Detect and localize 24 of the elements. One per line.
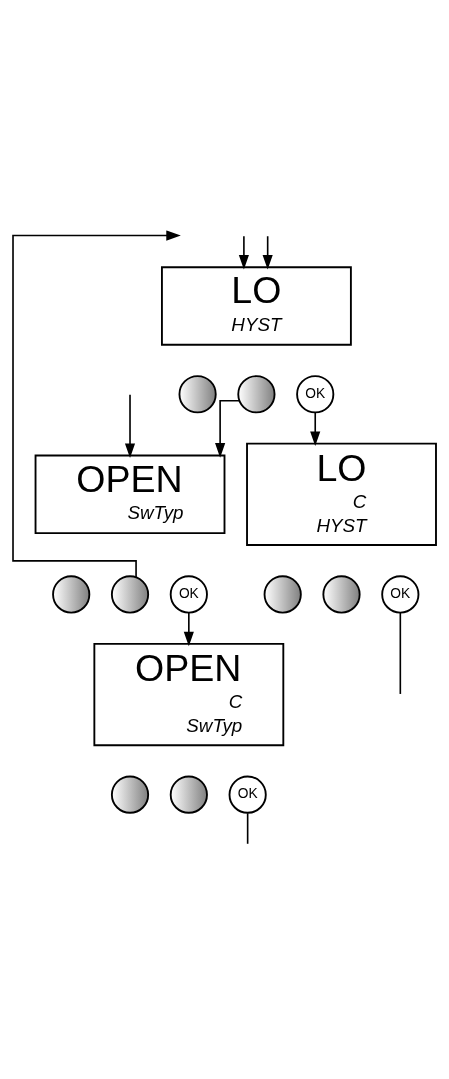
node-box: LO C HYST xyxy=(246,442,437,546)
node-box: OPEN C SwTyp xyxy=(93,642,285,746)
connector xyxy=(399,611,402,695)
node-circle: OK xyxy=(381,574,420,614)
arrow xyxy=(215,399,240,458)
arrow xyxy=(124,393,136,458)
node-circle: OK xyxy=(296,374,335,413)
node-circle xyxy=(178,374,217,413)
node-circle: OK xyxy=(228,775,267,814)
node-circle: OK xyxy=(169,574,208,614)
arrow xyxy=(310,411,321,446)
node-circle xyxy=(263,574,302,614)
node-circle xyxy=(237,374,276,413)
node-circle xyxy=(169,775,208,814)
arrow xyxy=(238,234,249,269)
node-box: LO HYST xyxy=(161,265,352,346)
node-circle xyxy=(322,574,361,614)
node-circle xyxy=(110,775,150,814)
arrow xyxy=(183,611,194,646)
arrow xyxy=(262,234,273,269)
node-circle xyxy=(110,574,150,614)
node-circle xyxy=(52,574,91,614)
node-box: OPEN SwTyp xyxy=(34,454,226,534)
connector xyxy=(246,811,249,845)
